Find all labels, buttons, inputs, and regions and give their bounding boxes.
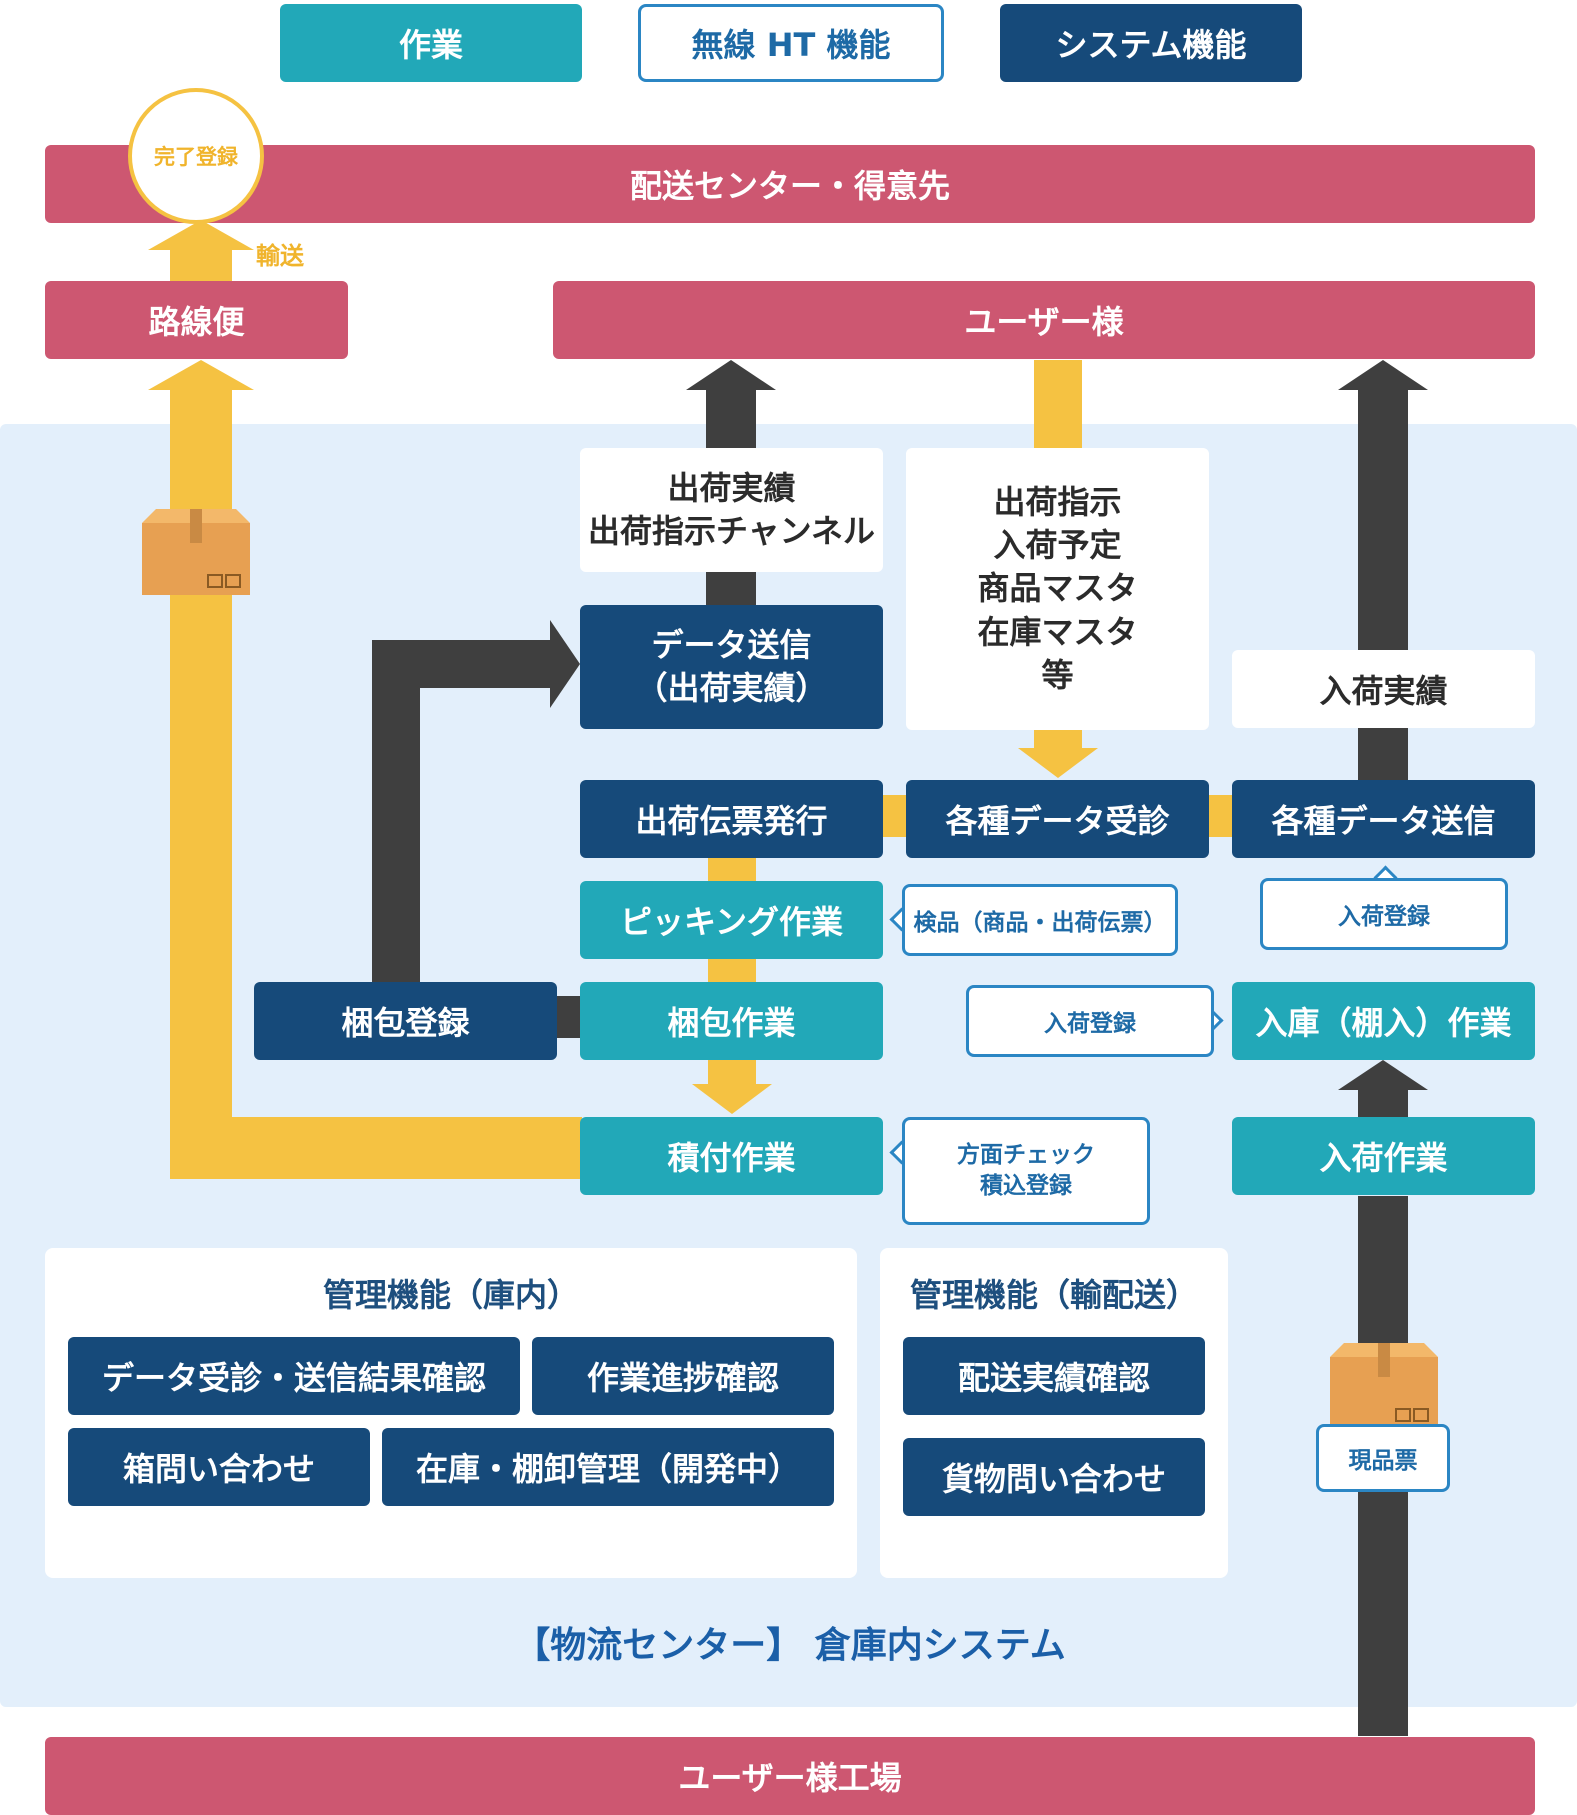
- picking-box: ピッキング作業: [580, 881, 883, 959]
- legend-work: 作業: [280, 4, 582, 82]
- mgmt-data-result-button: データ受診・送信結果確認: [68, 1337, 520, 1415]
- mgmt-inner-panel: 管理機能（庫内） データ受診・送信結果確認 作業進捗確認 箱問い合わせ 在庫・棚…: [45, 1248, 857, 1578]
- legend-ht: 無線 HT 機能: [638, 4, 944, 82]
- receipt-register-mid-label: 入荷登録: [966, 985, 1214, 1057]
- package-icon: [142, 509, 250, 595]
- legend-system: システム機能: [1000, 4, 1302, 82]
- item-label-callout: 現品票: [1316, 1424, 1450, 1492]
- receiving-box: 入荷作業: [1232, 1117, 1535, 1195]
- data-send2-box: 各種データ送信: [1232, 780, 1535, 858]
- data-receive-box: 各種データ受診: [906, 780, 1209, 858]
- receipt-register-mid-callout: 入荷登録: [966, 985, 1224, 1057]
- inspection-callout: 検品（商品・出荷伝票）: [889, 884, 1178, 956]
- route-bus-box: 路線便: [45, 281, 348, 359]
- complete-register-circle: 完了登録: [128, 88, 264, 224]
- transport-label: 輸送: [256, 242, 304, 270]
- user-factory-bar: ユーザー様工場: [45, 1737, 1535, 1815]
- instructions-label: 出荷指示 入荷予定 商品マスタ 在庫マスタ 等: [906, 448, 1209, 730]
- mgmt-transport-panel: 管理機能（輸配送） 配送実績確認 貨物問い合わせ: [880, 1248, 1228, 1578]
- loading-box: 積付作業: [580, 1117, 883, 1195]
- inspection-label: 検品（商品・出荷伝票）: [902, 884, 1178, 956]
- mgmt-cargo-inquiry-button: 貨物問い合わせ: [903, 1438, 1205, 1516]
- mgmt-box-inquiry-button: 箱問い合わせ: [68, 1428, 370, 1506]
- user-bar: ユーザー様: [553, 281, 1535, 359]
- distribution-center-bar: 配送センター・得意先: [45, 145, 1535, 223]
- direction-check-label: 方面チェック 積込登録: [902, 1117, 1150, 1225]
- mgmt-inner-title: 管理機能（庫内）: [322, 1276, 579, 1314]
- receipt-register-top-label: 入荷登録: [1260, 878, 1508, 950]
- direction-check-callout: 方面チェック 積込登録: [889, 1117, 1150, 1225]
- storage-box: 入庫（棚入）作業: [1232, 982, 1535, 1060]
- receipt-register-top-callout: 入荷登録: [1260, 865, 1508, 950]
- pack-register-box: 梱包登録: [254, 982, 557, 1060]
- shipment-result-label: 出荷実績 出荷指示チャンネル: [580, 448, 883, 572]
- package-icon: [1330, 1343, 1438, 1429]
- mgmt-progress-button: 作業進捗確認: [532, 1337, 834, 1415]
- mgmt-transport-title: 管理機能（輸配送）: [909, 1276, 1198, 1314]
- mgmt-inventory-button: 在庫・棚卸管理（開発中）: [382, 1428, 834, 1506]
- packing-box: 梱包作業: [580, 982, 883, 1060]
- mgmt-delivery-result-button: 配送実績確認: [903, 1337, 1205, 1415]
- data-send-box: データ送信 （出荷実績）: [580, 605, 883, 729]
- warehouse-system-title: 【物流センター】 倉庫内システム: [514, 1625, 1066, 1666]
- slip-issue-box: 出荷伝票発行: [580, 780, 883, 858]
- receipt-result-label: 入荷実績: [1232, 650, 1535, 728]
